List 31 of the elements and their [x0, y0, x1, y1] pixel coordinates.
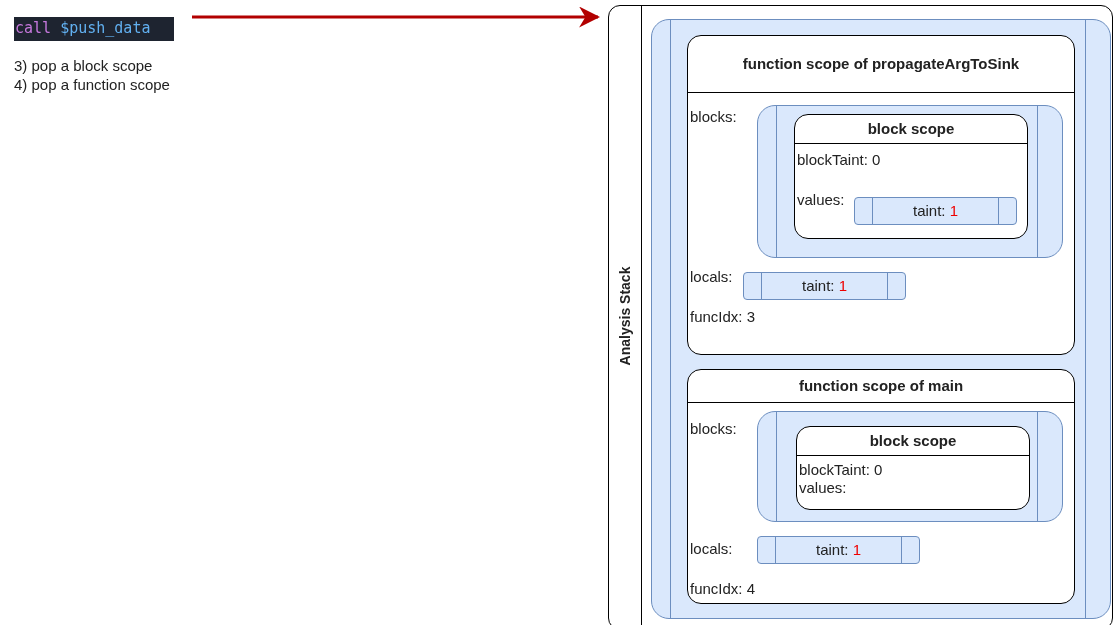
field-label: funcIdx: 3 [690, 308, 756, 325]
field-label: locals: [690, 268, 733, 285]
field-label: blockTaint: 0 [797, 151, 881, 168]
field-label: values: [799, 479, 847, 496]
field-label: blockTaint: 0 [799, 461, 883, 478]
scope-title: block scope [866, 120, 956, 137]
scope-box [687, 369, 1075, 604]
field-label: blocks: [690, 108, 737, 125]
code-snippet: call $push_data [14, 17, 174, 41]
note-text: 4) pop a function scope [14, 76, 170, 93]
list-container [757, 105, 1063, 258]
value-text: taint: 1 [801, 277, 848, 294]
field-label: blocks: [690, 420, 737, 437]
scope-title: function scope of main [797, 377, 965, 394]
value-text: taint: 1 [912, 202, 959, 219]
scope-box [796, 426, 1030, 510]
value-text: taint: 1 [815, 541, 862, 558]
value-item [757, 536, 920, 564]
note-text: 3) pop a block scope [14, 57, 153, 74]
value-item [743, 272, 906, 300]
list-container [757, 411, 1063, 522]
field-label: funcIdx: 4 [690, 580, 756, 597]
scope-title: block scope [868, 432, 958, 449]
field-label: values: [797, 191, 845, 208]
scope-box [794, 114, 1028, 239]
scope-title: function scope of propagateArgToSink [741, 55, 1021, 72]
value-item [854, 197, 1017, 225]
stack-title: Analysis Stack [617, 266, 633, 366]
arrow [192, 6, 601, 28]
scope-box [687, 35, 1075, 355]
field-label: locals: [690, 540, 733, 557]
